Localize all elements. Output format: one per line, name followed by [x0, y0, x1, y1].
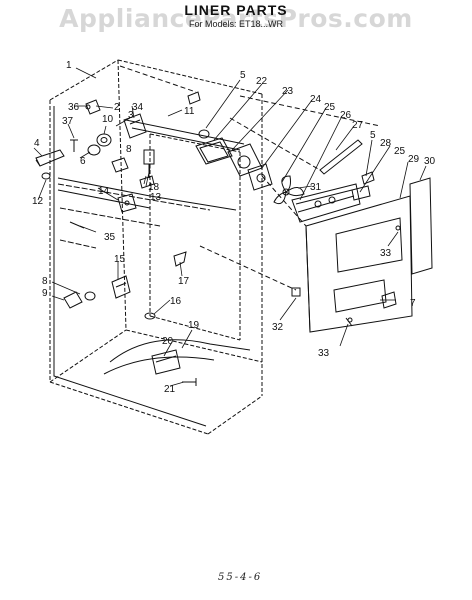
part-holder-14: [117, 193, 137, 213]
part-screw-21: [182, 378, 197, 386]
part-insulation-30: [409, 177, 433, 275]
callout-3: 3: [128, 110, 134, 121]
part-screw-33-lower: [345, 317, 353, 327]
callout-19: 19: [188, 320, 200, 331]
callout-20: 20: [162, 336, 174, 347]
part-control-34: [123, 113, 147, 139]
callout-8a: 8: [42, 276, 48, 287]
callout-10: 10: [102, 114, 114, 125]
callout-29: 29: [408, 154, 420, 165]
part-roller-16: [144, 312, 156, 320]
callout-27: 27: [352, 120, 364, 131]
part-plug-12: [41, 172, 51, 180]
callout-1: 1: [66, 60, 72, 71]
callout-17: 17: [178, 276, 190, 287]
callout-32: 32: [272, 322, 284, 333]
part-cover-15: [111, 275, 131, 299]
leader-lines: [33, 67, 427, 387]
part-knob-10: [96, 133, 112, 147]
watermark: AppliancePartsPros.com: [59, 4, 413, 33]
callout-5a: 5: [240, 70, 246, 81]
callout-37: 37: [62, 116, 74, 127]
page-title: LINER PARTS: [184, 2, 288, 18]
part-clip-8: [111, 157, 129, 173]
part-motor-24: [247, 163, 273, 191]
part-bracket-frame: [195, 137, 233, 165]
part-screw-33-upper: [395, 225, 401, 231]
part-panel-29: [305, 195, 413, 333]
callout-11: 11: [184, 106, 195, 117]
callout-33a: 33: [380, 248, 392, 259]
part-drain-20: [151, 349, 181, 375]
callout-15: 15: [114, 254, 126, 265]
callout-16: 16: [170, 296, 182, 307]
part-heater-27: [319, 139, 363, 175]
callout-9: 9: [42, 288, 48, 299]
part-clip-25: [361, 171, 375, 185]
part-plug-7: [381, 291, 397, 309]
part-bracket-11: [187, 91, 201, 105]
callout-25b: 25: [394, 146, 406, 157]
shelf-rails: [57, 183, 211, 249]
footer-code: 55-4-6: [218, 572, 263, 583]
part-hinge-4: [35, 149, 65, 167]
callout-35: 35: [104, 232, 116, 243]
callout-18: 18: [148, 182, 160, 193]
projection-lines: [119, 65, 381, 291]
callout-22: 22: [256, 76, 268, 87]
callout-6: 6: [80, 156, 86, 167]
part-shroud-26: [291, 183, 361, 223]
callout-31: 31: [310, 182, 322, 193]
callout-2: 2: [114, 102, 120, 113]
liner-inner-edges: [53, 106, 251, 427]
part-bracket-28: [351, 185, 371, 201]
part-light-9: [63, 291, 96, 309]
callout-33b: 33: [318, 348, 330, 359]
part-clip-17: [173, 251, 187, 267]
callout-4: 4: [34, 138, 40, 149]
callout-12: 12: [32, 196, 44, 207]
callout-23: 23: [282, 86, 294, 97]
page-subtitle: For Models: ET18...WR: [188, 19, 284, 29]
callout-14: 14: [98, 186, 110, 197]
callout-8b: 8: [126, 144, 132, 155]
callout-24: 24: [310, 94, 322, 105]
part-screw-37: [70, 139, 78, 152]
part-knob-6: [87, 144, 101, 156]
callout-28: 28: [380, 138, 392, 149]
callout-labels: 1 2 3 4 5 6 7 8 9 10 11 12 13 14 15 16 1…: [32, 60, 436, 395]
callout-5b: 5: [370, 130, 376, 141]
callout-21: 21: [164, 384, 176, 395]
part-grommet-22: [198, 129, 210, 139]
callout-36: 36: [68, 102, 80, 113]
part-bracket-36: [85, 99, 101, 115]
callout-13: 13: [150, 192, 162, 203]
callout-7: 7: [410, 298, 416, 309]
callout-26: 26: [340, 110, 352, 121]
liner-cabinet: [49, 59, 263, 435]
callout-34: 34: [132, 102, 144, 113]
part-fan-blade-31: [273, 175, 305, 205]
callout-30: 30: [424, 156, 436, 167]
part-screw-32: [291, 287, 301, 297]
callout-25a: 25: [324, 102, 336, 113]
